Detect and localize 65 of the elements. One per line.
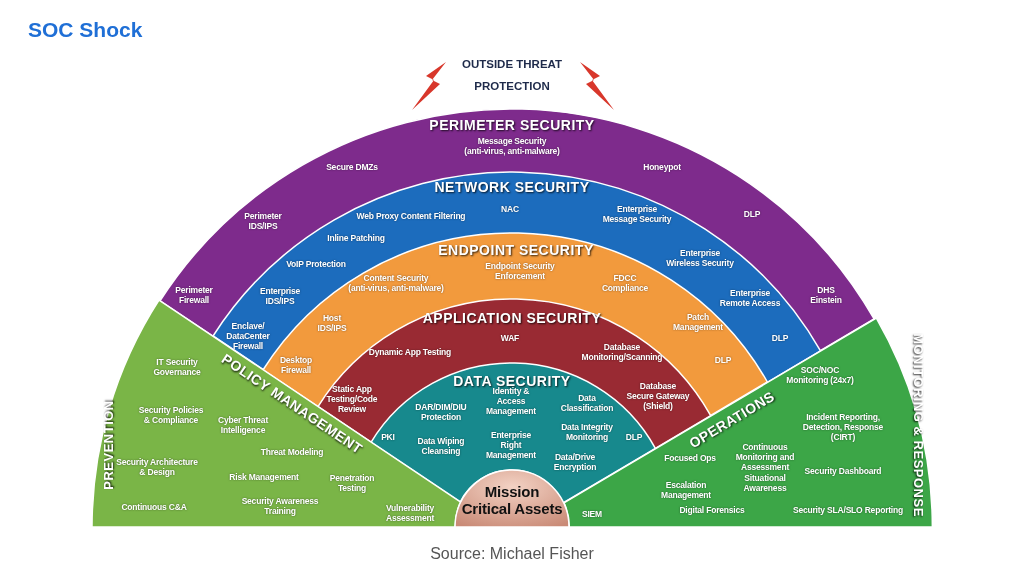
security-item-label: Security Awareness Training [241, 495, 319, 517]
security-item-label: Perimeter Firewall [175, 284, 213, 306]
security-item-label: Data/Drive Encryption [553, 451, 597, 473]
security-item-label: DLP [625, 431, 643, 443]
security-item-label: Identity & Access Management [485, 385, 536, 417]
slide-title: SOC Shock [28, 18, 143, 42]
band-heading: MONITORING & RESPONSE [910, 333, 926, 517]
band-heading: ENDPOINT SECURITY [438, 241, 594, 259]
security-item-label: Incident Reporting, Detection, Response (CIRT) [802, 411, 884, 443]
security-item-label: Desktop Firewall [279, 354, 313, 376]
security-item-label: VoIP Protection [286, 258, 346, 270]
core-semicircle [455, 470, 569, 527]
security-item-label: DLP [743, 208, 761, 220]
security-item-label: Web Proxy Content Filtering [356, 210, 466, 222]
security-item-label: PKI [381, 431, 395, 443]
band-heading: NETWORK SECURITY [434, 178, 590, 196]
security-item-label: Data Integrity Monitoring [561, 421, 613, 443]
security-item-label: SIEM [582, 508, 602, 520]
security-item-label: Content Security (anti-virus, anti-malware) [348, 272, 444, 294]
security-item-label: Penetration Testing [329, 472, 375, 494]
security-item-label: Enterprise Right Management [485, 429, 536, 461]
band-heading: PERIMETER SECURITY [429, 116, 595, 134]
security-item-label: Security Policies & Compliance [138, 404, 204, 426]
security-item-label: Escalation Management [661, 479, 711, 501]
security-item-label: Focused Ops [664, 452, 716, 464]
security-item-label: Enterprise Remote Access [719, 287, 781, 309]
security-item-label: Honeypot [643, 161, 681, 173]
security-item-label: Perimeter IDS/IPS [244, 210, 282, 232]
core-label: Mission Critical Assets [461, 483, 563, 517]
security-item-label: FDCC Compliance [601, 272, 649, 294]
security-item-label: Data Wiping Cleansing [417, 435, 465, 457]
security-item-label: Database Monitoring/Scanning [581, 341, 663, 363]
security-item-label: Enterprise Message Security [602, 203, 672, 225]
threat-label: OUTSIDE THREAT PROTECTION [461, 57, 563, 94]
security-item-label: Risk Management [229, 471, 299, 483]
security-item-label: Enclave/ DataCenter Firewall [226, 320, 270, 352]
security-item-label: Cyber Threat Intelligence [218, 414, 268, 436]
security-item-label: Inline Patching [327, 232, 385, 244]
security-item-label: DHS Einstein [810, 284, 842, 306]
security-item-label: Host IDS/IPS [317, 312, 347, 334]
security-item-label: Secure DMZs [326, 161, 378, 173]
security-item-label: DLP [714, 354, 732, 366]
security-item-label: Security Dashboard [804, 465, 882, 477]
security-item-label: Security Architecture & Design [116, 456, 198, 478]
source-caption: Source: Michael Fisher [430, 545, 594, 563]
security-item-label: Endpoint Security Enforcement [485, 260, 555, 282]
security-item-label: Message Security (anti-virus, anti-malware) [464, 135, 560, 157]
security-item-label: WAF [500, 332, 520, 344]
security-item-label: Vulnerability Assessment [385, 502, 435, 524]
security-item-label: DLP [771, 332, 789, 344]
security-item-label: Data Classification [560, 392, 614, 414]
security-item-label: DAR/DIM/DIU Protection [415, 401, 467, 423]
security-item-label: Digital Forensics [679, 504, 745, 516]
security-item-label: SOC/NOC Monitoring (24x7) [786, 364, 854, 386]
band-heading: PREVENTION [101, 400, 117, 490]
security-item-label: IT Security Governance [153, 356, 201, 378]
security-item-label: Security SLA/SLO Reporting [792, 504, 903, 516]
band-heading: APPLICATION SECURITY [422, 309, 602, 327]
security-item-label: Database Secure Gateway (Shield) [626, 380, 690, 412]
security-item-label: Enterprise IDS/IPS [259, 285, 300, 307]
security-item-label: Patch Management [673, 311, 723, 333]
security-item-label: Enterprise Wireless Security [666, 247, 734, 269]
security-item-label: NAC [501, 203, 519, 215]
security-item-label: Continuous C&A [121, 501, 187, 513]
security-item-label: Dynamic App Testing [368, 346, 452, 358]
